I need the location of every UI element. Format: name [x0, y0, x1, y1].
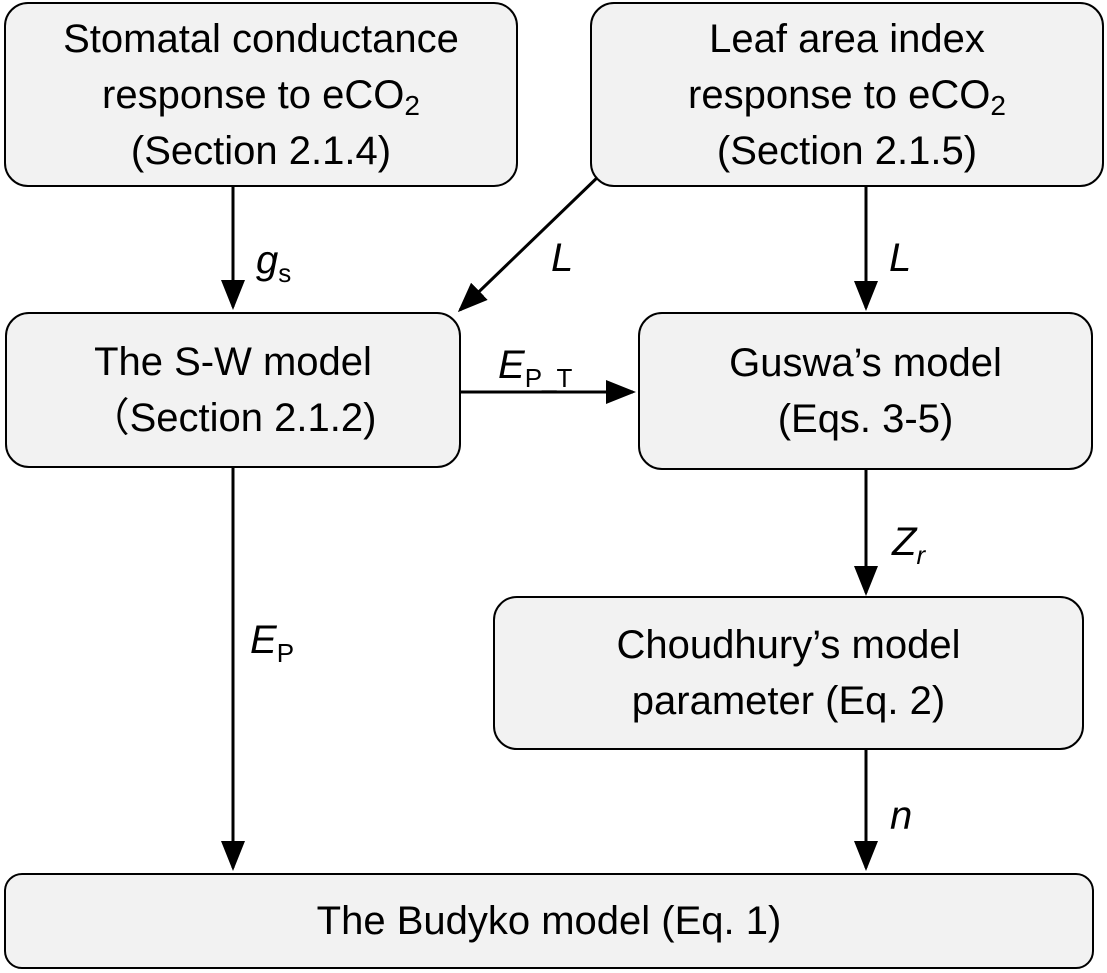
sw-model-box: The S-W model （Section 2.1.2)	[5, 312, 461, 468]
stomatal-line1: Stomatal conductance	[63, 16, 459, 61]
label-l-down: L	[889, 236, 912, 280]
label-gs: gs	[256, 238, 292, 289]
leaf-area-index-box: Leaf area index response to eCO2 (Sectio…	[590, 2, 1104, 187]
leaf-line1: Leaf area index	[709, 16, 985, 61]
label-l-diagonal: L	[551, 236, 574, 280]
stomatal-line3: (Section 2.1.4)	[130, 128, 392, 173]
choudhury-line2: parameter (Eq. 2)	[631, 679, 946, 723]
choudhury-line1: Choudhury’s model	[616, 623, 961, 667]
guswa-line1: Guswa’s model	[729, 341, 1002, 385]
leaf-line2: response to eCO2	[688, 72, 1006, 121]
label-zr: Zr	[892, 520, 926, 571]
label-ep: EP	[250, 618, 295, 669]
stomatal-conductance-box: Stomatal conductance response to eCO2 (S…	[4, 2, 518, 187]
budyko-line1: The Budyko model (Eq. 1)	[316, 899, 782, 943]
budyko-model-box: The Budyko model (Eq. 1)	[4, 873, 1094, 969]
label-ep-t: EP_T	[498, 343, 573, 394]
arrow-leaf-to-sw	[457, 172, 603, 313]
guswa-line2: (Eqs. 3-5)	[777, 397, 954, 441]
sw-line1: The S-W model	[94, 340, 372, 384]
sw-line2: （Section 2.1.2)	[89, 396, 377, 440]
stomatal-line2: response to eCO2	[102, 72, 420, 121]
guswa-model-box: Guswa’s model (Eqs. 3-5)	[638, 312, 1093, 470]
label-n: n	[890, 794, 913, 838]
choudhury-model-box: Choudhury’s model parameter (Eq. 2)	[493, 596, 1084, 750]
leaf-line3: (Section 2.1.5)	[716, 128, 978, 173]
